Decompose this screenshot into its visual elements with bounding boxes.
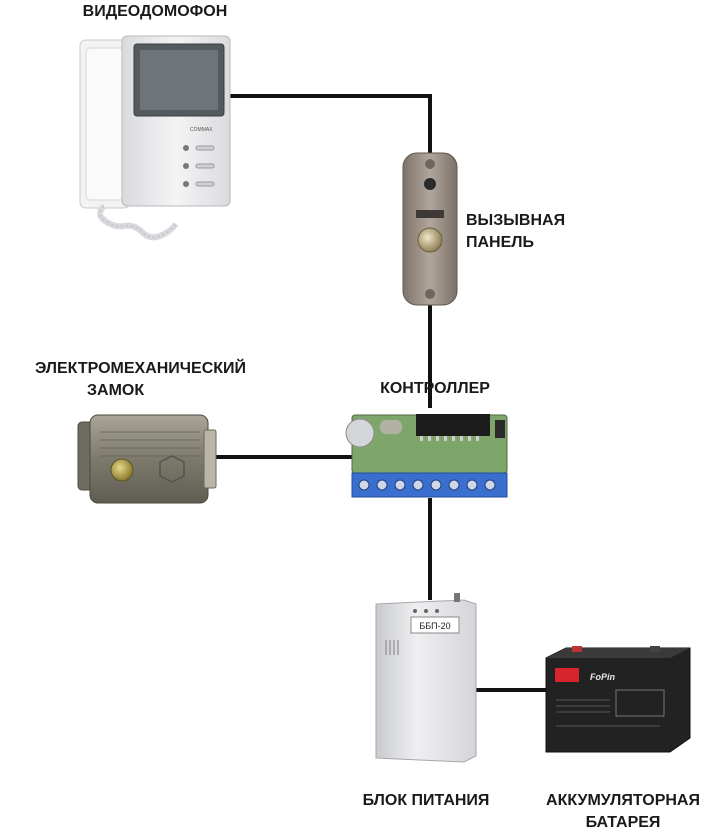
camera-lens (424, 178, 436, 190)
label-call-panel-line1: ВЫЗЫВНАЯ (466, 212, 566, 229)
controller-board (345, 414, 508, 498)
terminal-block (351, 472, 508, 498)
buzzer (345, 418, 375, 448)
psu-model-label: ББП-20 (419, 621, 450, 631)
label-battery-line1: АККУМУЛЯТОРНАЯ (546, 792, 700, 809)
handset-cord (97, 203, 179, 241)
label-call-panel-line2: ПАНЕЛЬ (466, 234, 535, 251)
label-lock-line2: ЗАМОК (87, 382, 145, 399)
label-lock: ЭЛЕКТРОМЕХАНИЧЕСКИЙ ЗАМОК (35, 358, 246, 402)
label-videodomofon: ВИДЕОДОМОФОН (82, 3, 228, 20)
monitor-brand: COMMAX (190, 127, 213, 133)
battery-brand-logo (555, 668, 579, 682)
microchip (416, 414, 490, 436)
label-battery-line2: БАТАРЕЯ (585, 814, 661, 831)
power-supply: ББП-20 (375, 593, 477, 763)
battery: FoPin (545, 646, 691, 753)
call-panel (402, 152, 458, 306)
electromechanical-lock (77, 414, 217, 504)
label-lock-line1: ЭЛЕКТРОМЕХАНИЧЕСКИЙ (35, 360, 247, 377)
monitor-buttons (183, 145, 215, 187)
label-controller: КОНТРОЛЛЕР (380, 380, 490, 397)
wires (215, 94, 546, 692)
video-monitor: COMMAX (79, 35, 231, 241)
label-battery: АККУМУЛЯТОРНАЯ БАТАРЕЯ (528, 790, 718, 834)
key-cylinder (110, 458, 134, 482)
label-psu: БЛОК ПИТАНИЯ (362, 792, 490, 809)
call-button (417, 227, 443, 253)
battery-brand: FoPin (590, 672, 615, 682)
wire-monitor-to-panel (228, 94, 432, 158)
nameplate (416, 210, 444, 218)
label-call-panel: ВЫЗЫВНАЯ ПАНЕЛЬ (466, 210, 565, 254)
